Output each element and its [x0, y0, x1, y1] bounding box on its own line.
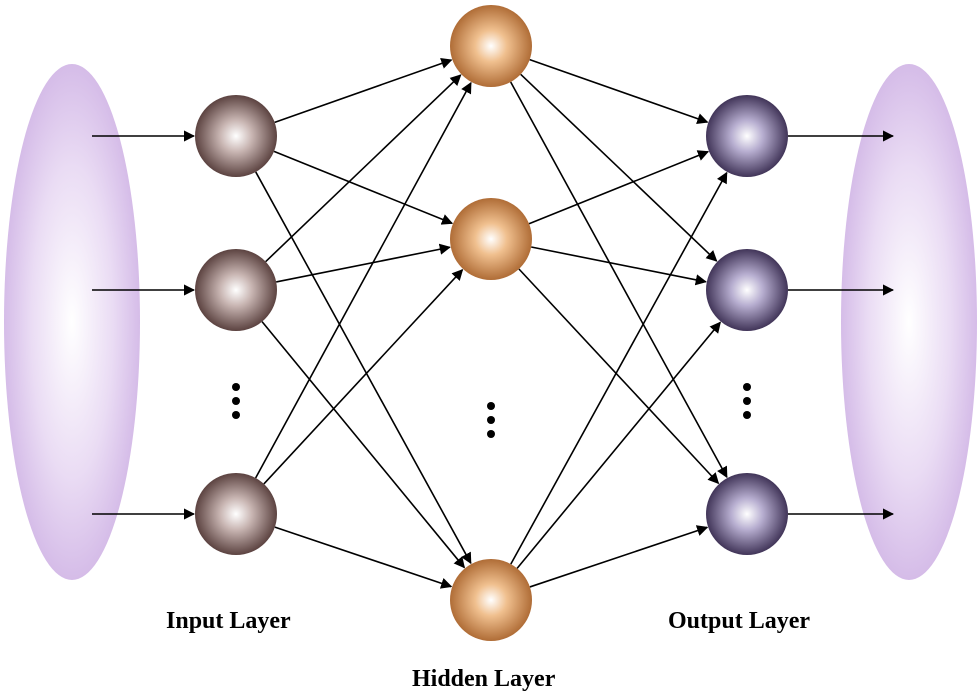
input-ellipsis-dot-2 [232, 411, 240, 419]
hidden-node-1 [450, 198, 532, 280]
input-node-0 [195, 95, 277, 177]
output-ellipsis-dot-2 [743, 411, 751, 419]
edge-input-2-hidden-1 [263, 268, 464, 485]
hidden-node-2 [450, 559, 532, 641]
edge-input-2-hidden-2 [274, 526, 453, 589]
hidden-ellipsis-dot-0 [487, 402, 495, 410]
network-nodes [195, 5, 788, 641]
output-node-2 [706, 473, 788, 555]
input-data-blob [4, 64, 140, 580]
edge-input-1-hidden-1 [276, 243, 451, 283]
edge-input-1-hidden-0 [265, 74, 462, 263]
edge-hidden-0-output-1 [520, 73, 718, 262]
edge-input-2-hidden-0 [254, 81, 472, 479]
output-node-0 [706, 95, 788, 177]
edge-hidden-2-output-0 [510, 171, 728, 565]
input-layer-label: Input Layer [166, 608, 291, 634]
hidden-layer-label: Hidden Layer [412, 666, 556, 692]
output-node-1 [706, 249, 788, 331]
edge-hidden-2-output-1 [516, 321, 721, 569]
output-ellipsis-dot-0 [743, 383, 751, 391]
hidden-node-0 [450, 5, 532, 87]
output-layer-label: Output Layer [668, 608, 811, 634]
input-node-1 [195, 249, 277, 331]
connection-edges [92, 58, 895, 589]
edge-hidden-1-output-0 [528, 150, 710, 225]
input-node-2 [195, 473, 277, 555]
input-ellipsis-dot-1 [232, 397, 240, 405]
edge-input-0-hidden-1 [273, 150, 454, 225]
input-ellipsis-dot-0 [232, 383, 240, 391]
edge-hidden-1-output-1 [531, 246, 707, 286]
edge-hidden-1-output-2 [518, 268, 720, 485]
edge-hidden-0-output-2 [509, 81, 728, 479]
output-data-blob [841, 64, 977, 580]
hidden-ellipsis-dot-1 [487, 416, 495, 424]
edge-input-0-hidden-2 [255, 171, 472, 565]
output-ellipsis-dot-1 [743, 397, 751, 405]
edge-hidden-2-output-2 [529, 525, 709, 588]
hidden-ellipsis-dot-2 [487, 430, 495, 438]
ellipsis-dots [232, 383, 751, 438]
edge-input-1-hidden-2 [261, 321, 466, 569]
edge-hidden-0-output-0 [529, 58, 709, 125]
edge-input-0-hidden-0 [274, 58, 453, 124]
